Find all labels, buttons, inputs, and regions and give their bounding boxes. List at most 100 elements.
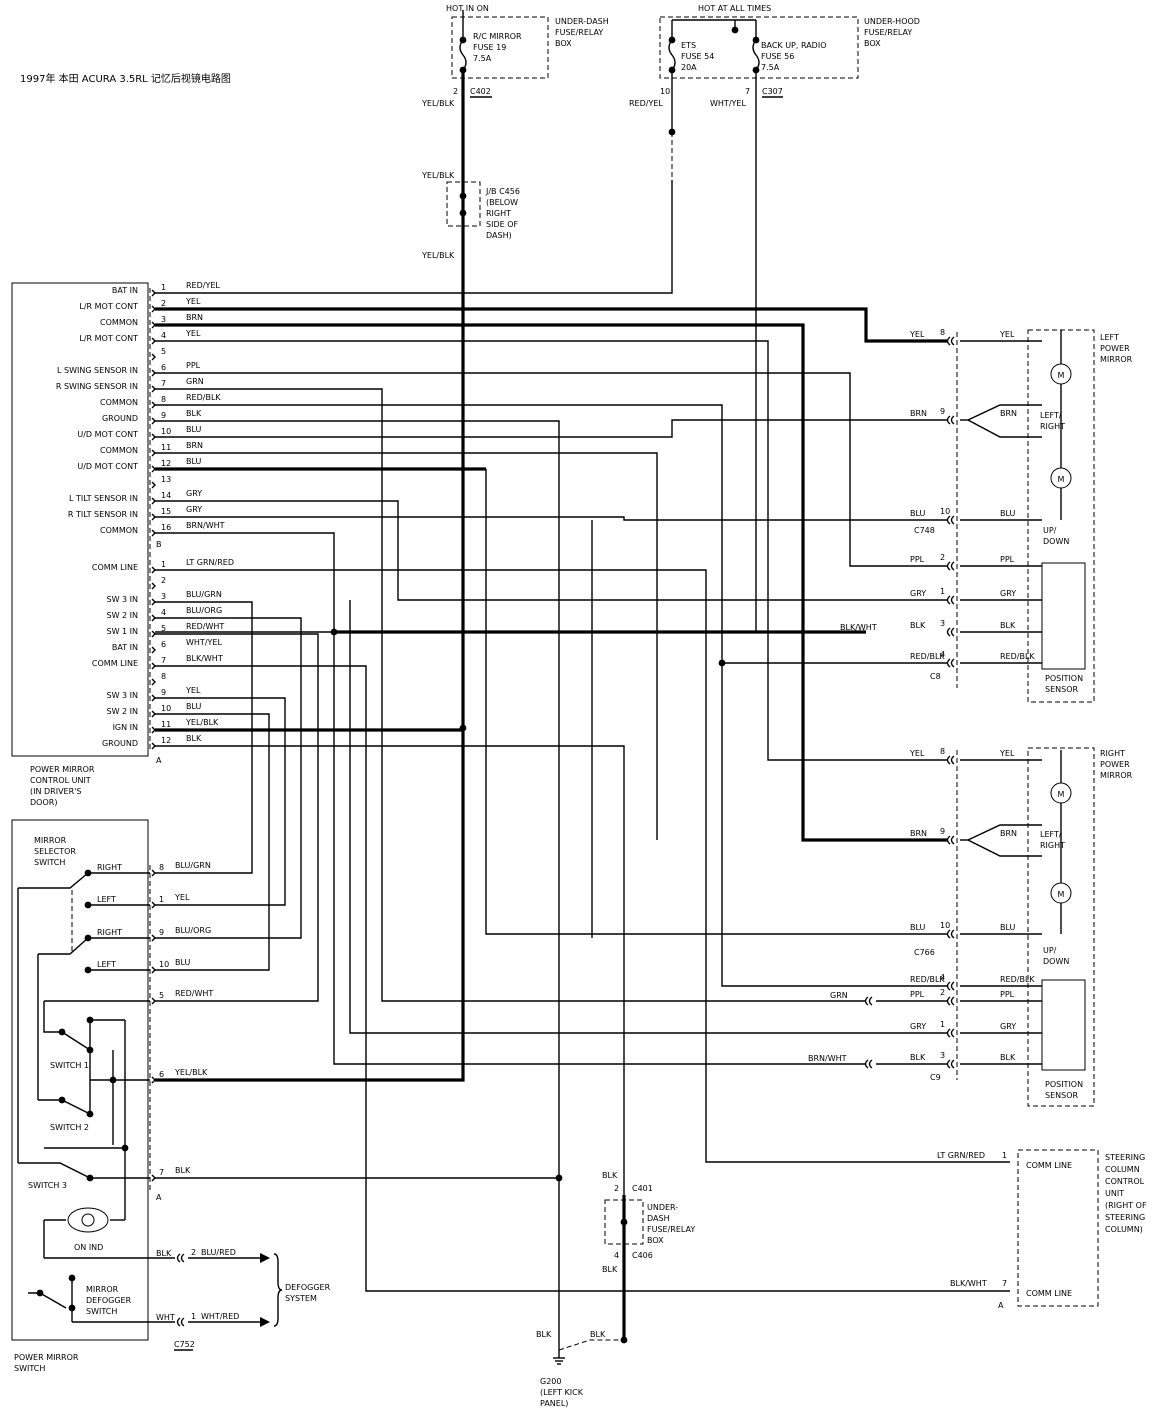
splice-dot [718,659,726,667]
b4-yel [155,340,948,761]
wire-color: RED/YEL [186,281,220,290]
pin-number: 8 [940,328,945,337]
yel-blk-main-feed [155,72,465,1082]
b2-yel [155,307,948,343]
fuse-terminal [752,36,760,44]
label: SELECTOR [34,847,76,856]
splice-dot [84,966,92,974]
pin-number: 12 [161,459,171,468]
pin-number: 6 [161,363,166,372]
label: G200 [540,1377,561,1386]
label: SENSOR [1045,685,1078,694]
wire-color: BLK [175,1166,191,1175]
label: LEFT/ [1040,411,1062,420]
fuse-symbol [668,39,676,71]
gry-right [349,600,948,1034]
label: BRN/WHT [808,1054,847,1063]
pin-label: U/D MOT CONT [77,430,138,439]
pin-arrow [151,710,156,718]
label: MIRROR [1100,771,1133,780]
label: 10 [660,87,670,96]
pin-arrow [151,630,156,638]
pin-number: 1 [940,1020,945,1029]
pin-number: 3 [161,315,166,324]
label: BOX [555,39,572,48]
connector-plug [946,835,955,845]
label: MIRROR [86,1285,119,1294]
label: DOWN [1043,957,1069,966]
wires [17,10,1062,1365]
label: DASH [647,1214,670,1223]
wire-color: GRY [186,489,202,498]
label: COLUMN) [1105,1225,1143,1234]
connector-plug [946,1028,955,1038]
label: SWITCH [34,858,65,867]
pin-label: COMM LINE [92,563,138,572]
wire [38,937,89,955]
pin-number: 2 [940,553,945,562]
a1-lt-grn-red [155,569,1010,1163]
label: POWER [1100,760,1130,769]
connector-plug [946,561,955,571]
label: SWITCH [14,1364,45,1373]
wire-color: WHT/YEL [186,638,222,647]
pin-label: SW 3 IN [106,691,138,700]
splice-dot [620,1336,628,1344]
pin-number: 4 [940,973,945,982]
pin-number: 13 [161,475,171,484]
splice-dot [68,1274,76,1282]
label: RIGHT [486,209,511,218]
label: BOX [864,39,881,48]
pin-arrow [151,353,156,361]
connector-plug [946,658,955,668]
pin-arrow [151,694,156,702]
connector-c401: C401 [632,1184,653,1193]
pin-number: 4 [940,650,945,659]
label: RIGHT [97,863,122,872]
pin-arrow [151,869,156,877]
wire-color: BLU [186,457,202,466]
underhood-fuse-box [659,16,859,79]
label: RIGHT [1040,841,1065,850]
splice-dot [121,1144,129,1152]
pin-label: SW 2 IN [106,707,138,716]
wire-color: GRY [910,589,926,598]
label: DEFOGGER [285,1283,331,1292]
fuse-terminal [668,66,676,74]
wire-color: BRN [910,829,927,838]
label: SENSOR [1045,1091,1078,1100]
wire-color: BLU [186,425,202,434]
label: SWITCH 3 [28,1181,67,1190]
wire-color: BLU [186,702,202,711]
label: RED/YEL [629,99,663,108]
label: LEFT [1100,333,1119,342]
label: 4 [614,1251,619,1260]
wire-color: YEL [999,749,1015,758]
splice-dot [86,1110,94,1118]
wire-color: BRN [910,409,927,418]
pin-arrow [151,529,156,537]
b7-grn [155,388,866,1002]
fuse-terminal [459,66,467,74]
label: DASH) [486,231,512,240]
label: SWITCH 1 [50,1061,89,1070]
connector-c752: C752 [174,1340,195,1349]
pin-label: U/D MOT CONT [77,462,138,471]
pin-number: 3 [940,1051,945,1060]
connector-plug [946,515,955,525]
a9-yel [155,697,286,906]
b15-gry [155,516,948,521]
label: POWER MIRROR [30,765,95,774]
label: DEFOGGER [86,1296,132,1305]
wire-color: GRY [1000,1022,1016,1031]
label: 7 [1002,1279,1007,1288]
label: UP/ [1043,946,1057,955]
motor-icon: M [1058,890,1065,899]
pin-number: 3 [161,592,166,601]
wire-color: BLK/WHT [186,654,223,663]
label: UNDER-DASH [555,17,609,26]
pin-arrow [151,289,156,297]
wire-color: YEL [174,893,190,902]
pin-arrow [151,966,156,974]
label: 2 [614,1184,619,1193]
